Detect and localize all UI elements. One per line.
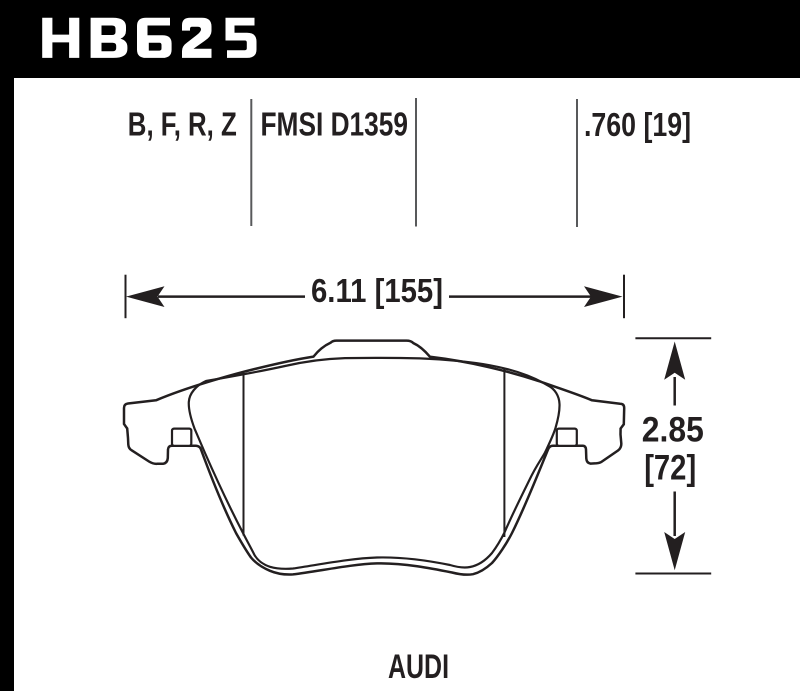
svg-text:FMSI D1359: FMSI D1359 <box>261 105 409 142</box>
svg-text:.760 [19]: .760 [19] <box>584 106 691 143</box>
svg-text:AUDI: AUDI <box>388 648 449 686</box>
svg-text:[72]: [72] <box>644 449 696 488</box>
svg-text:6.11 [155]: 6.11 [155] <box>311 273 443 310</box>
svg-text:2.85: 2.85 <box>642 411 704 450</box>
svg-text:B, F, R, Z: B, F, R, Z <box>128 105 237 142</box>
